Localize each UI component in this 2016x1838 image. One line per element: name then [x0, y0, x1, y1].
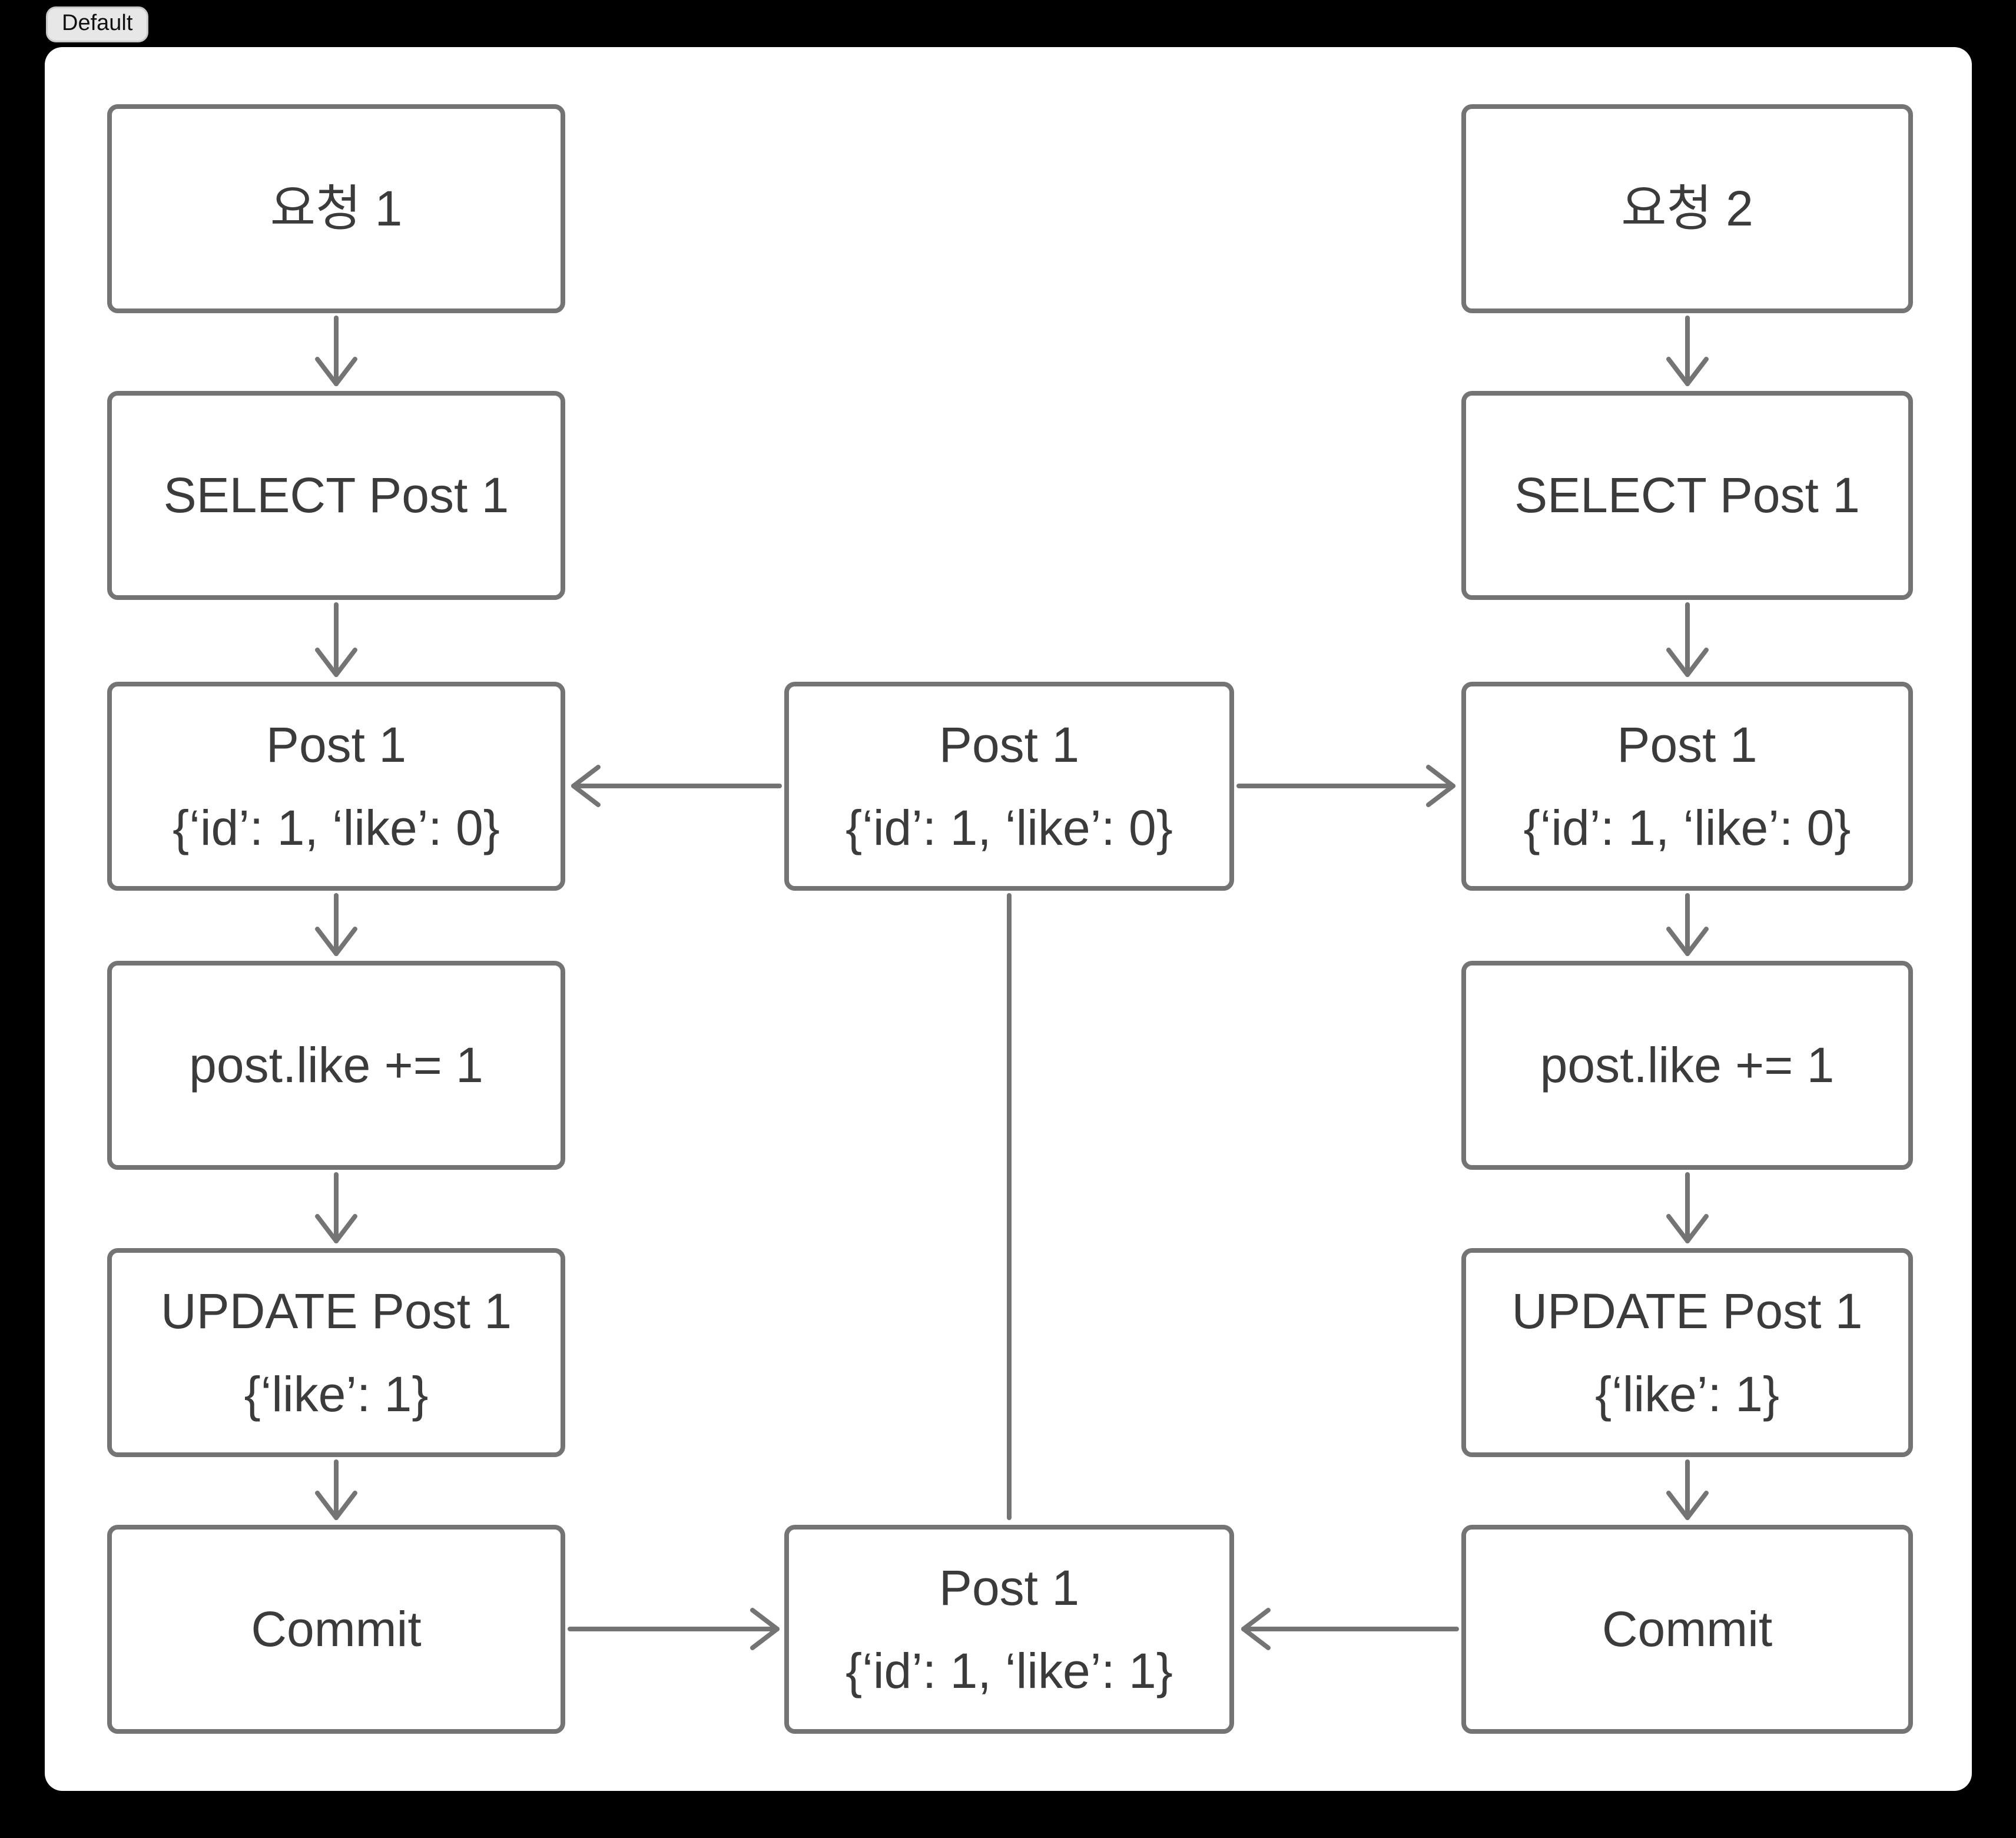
arrow-left-update-to-commit	[315, 1459, 357, 1520]
node-label-line: UPDATE Post 1	[1511, 1283, 1863, 1339]
node-label-line: Post 1	[939, 1560, 1080, 1616]
arrow-db-before-to-left-read	[571, 765, 782, 807]
arrow-left-select-to-read	[315, 602, 357, 677]
node-label-line: post.like += 1	[1540, 1037, 1835, 1093]
node-db-post-1-after[interactable]: Post 1 {‘id’: 1, ‘like’: 1}	[784, 1525, 1234, 1734]
node-update-post-1-left[interactable]: UPDATE Post 1 {‘like’: 1}	[107, 1248, 565, 1457]
arrow-left-request-to-select	[315, 316, 357, 386]
node-label-line: Commit	[1601, 1601, 1773, 1657]
node-label-line: UPDATE Post 1	[161, 1283, 512, 1339]
arrow-right-increment-to-update	[1666, 1172, 1709, 1243]
connector-layer	[315, 316, 1709, 1650]
node-label-line: {‘id’: 1, ‘like’: 0}	[173, 799, 500, 855]
node-label-line: {‘id’: 1, ‘like’: 0}	[845, 799, 1173, 855]
diagram-canvas: 요청 1 SELECT Post 1 Post 1 {‘id’: 1, ‘lik…	[45, 47, 1972, 1791]
node-increment-like-right[interactable]: post.like += 1	[1461, 961, 1913, 1170]
node-request-1[interactable]: 요청 1	[107, 104, 565, 313]
node-label-line: SELECT Post 1	[163, 467, 509, 523]
node-db-post-1-before[interactable]: Post 1 {‘id’: 1, ‘like’: 0}	[784, 682, 1234, 891]
node-increment-like-left[interactable]: post.like += 1	[107, 961, 565, 1170]
arrow-right-select-to-read	[1666, 602, 1709, 677]
node-label-line: SELECT Post 1	[1514, 467, 1860, 523]
arrow-db-before-to-right-read	[1236, 765, 1455, 807]
node-label-line: Commit	[251, 1601, 422, 1657]
node-post-1-read-right[interactable]: Post 1 {‘id’: 1, ‘like’: 0}	[1461, 682, 1913, 891]
arrow-right-read-to-increment	[1666, 893, 1709, 956]
node-select-post-1-left[interactable]: SELECT Post 1	[107, 391, 565, 600]
node-label-line: 요청 2	[1621, 181, 1753, 237]
arrow-left-increment-to-update	[315, 1172, 357, 1243]
node-label-line: {‘id’: 1, ‘like’: 0}	[1523, 799, 1851, 855]
node-commit-right[interactable]: Commit	[1461, 1525, 1913, 1734]
arrow-left-read-to-increment	[315, 893, 357, 956]
page-name-badge[interactable]: Default	[46, 6, 149, 42]
arrow-left-commit-to-db-after	[568, 1608, 780, 1650]
node-update-post-1-right[interactable]: UPDATE Post 1 {‘like’: 1}	[1461, 1248, 1913, 1457]
node-label-line: {‘like’: 1}	[244, 1366, 429, 1422]
arrow-right-update-to-commit	[1666, 1459, 1709, 1520]
node-commit-left[interactable]: Commit	[107, 1525, 565, 1734]
node-label-line: {‘id’: 1, ‘like’: 1}	[845, 1643, 1173, 1698]
node-post-1-read-left[interactable]: Post 1 {‘id’: 1, ‘like’: 0}	[107, 682, 565, 891]
node-request-2[interactable]: 요청 2	[1461, 104, 1913, 313]
node-label-line: Post 1	[939, 717, 1080, 773]
node-label-line: Post 1	[1617, 717, 1758, 773]
node-select-post-1-right[interactable]: SELECT Post 1	[1461, 391, 1913, 600]
node-label-line: post.like += 1	[189, 1037, 483, 1093]
arrow-right-request-to-select	[1666, 316, 1709, 386]
arrow-right-commit-to-db-after	[1241, 1608, 1459, 1650]
node-label-line: 요청 1	[270, 181, 403, 237]
node-label-line: Post 1	[266, 717, 407, 773]
node-label-line: {‘like’: 1}	[1595, 1366, 1779, 1422]
